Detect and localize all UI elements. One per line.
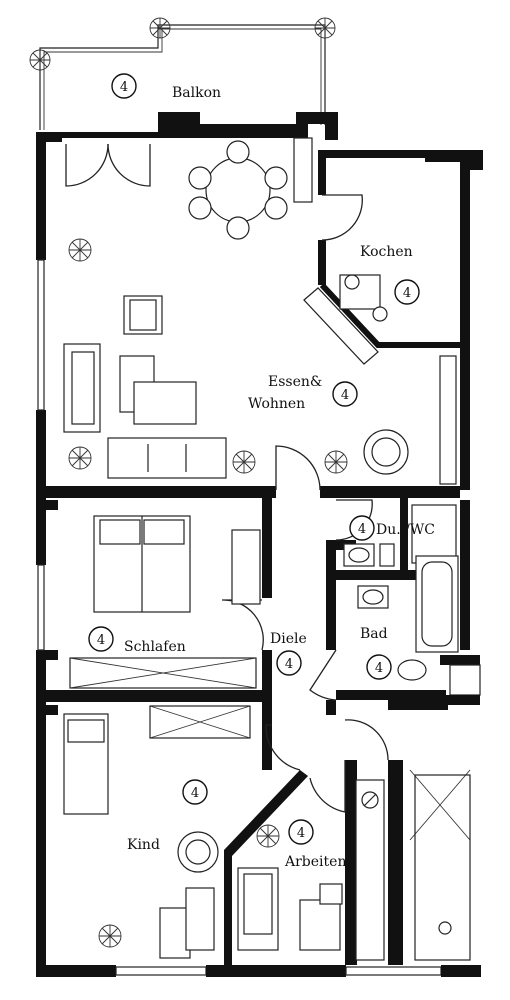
room-label: Schlafen (124, 639, 186, 655)
room-du-wc: 4 Du. /WC (349, 515, 435, 541)
furniture (63, 137, 471, 961)
room-badge: 4 (97, 633, 105, 648)
room-badge: 4 (358, 522, 366, 537)
room-arbeiten: 4 Arbeiten (284, 819, 346, 870)
room-bad: Bad 4 (360, 626, 392, 680)
room-diele: Diele 4 (270, 631, 307, 676)
room-label: Essen& (268, 374, 322, 390)
room-badge: 4 (191, 786, 199, 801)
room-kind: 4 Kind (127, 779, 208, 853)
room-badge: 4 (375, 661, 383, 676)
room-badge: 4 (120, 80, 128, 95)
room-badge: 4 (285, 657, 293, 672)
room-label: Du. /WC (376, 522, 435, 538)
plant-icon (68, 446, 92, 470)
room-essen-wohnen: Essen& Wohnen 4 (248, 374, 358, 412)
room-label: Bad (360, 626, 388, 642)
room-balkon: 4 Balkon (111, 73, 221, 101)
room-label: Wohnen (248, 396, 305, 412)
doors (65, 143, 389, 813)
room-label: Diele (270, 631, 307, 647)
plant-icon (68, 238, 92, 262)
plant-icon (149, 17, 171, 39)
room-schlafen: 4 Schlafen (88, 626, 186, 655)
room-badge: 4 (341, 388, 349, 403)
plant-icon (314, 17, 336, 39)
room-label: Kind (127, 837, 160, 853)
room-kochen: Kochen 4 (360, 244, 420, 305)
plant-icon (98, 924, 122, 948)
room-label: Kochen (360, 244, 413, 260)
outer-walls (36, 112, 483, 977)
room-label: Balkon (172, 85, 221, 101)
plant-icon (256, 824, 280, 848)
room-badge: 4 (297, 826, 305, 841)
room-label: Arbeiten (284, 854, 346, 870)
plant-icon (324, 450, 348, 474)
plants (29, 17, 348, 948)
room-badge: 4 (403, 286, 411, 301)
plant-icon (29, 49, 51, 71)
plant-icon (232, 450, 256, 474)
